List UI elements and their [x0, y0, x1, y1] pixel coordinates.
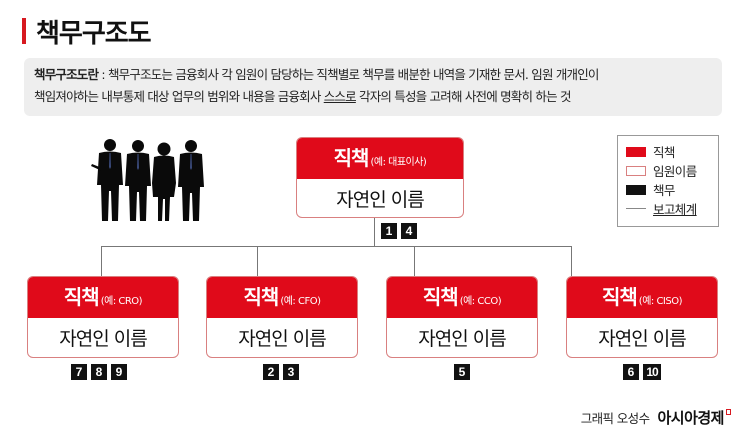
- duty-badge: 2: [263, 364, 279, 380]
- executive-name: 자연인 이름: [59, 328, 147, 350]
- executive-name: 자연인 이름: [598, 328, 686, 350]
- role-example: (예: CISO): [638, 296, 683, 307]
- description-term: 책무구조도란: [34, 67, 99, 82]
- role-example: (예: CFO): [280, 296, 321, 307]
- reporting-line-branch-ciso: [571, 246, 572, 276]
- duty-badges-cro: 7 8 9: [71, 364, 127, 380]
- role-header: 직책(예: 대표이사): [297, 138, 463, 179]
- legend-item-executive-name: 임원이름: [626, 161, 710, 180]
- reporting-line-top-vertical: [374, 218, 375, 246]
- role-label: 직책: [333, 146, 370, 170]
- role-header: 직책(예: CISO): [567, 277, 717, 318]
- line-swatch-icon: [626, 208, 646, 209]
- org-node-cfo: 직책(예: CFO) 자연인 이름: [206, 276, 358, 358]
- duty-badge: 4: [401, 223, 417, 239]
- underlined-word: 스스로: [323, 89, 357, 104]
- legend-item-role: 직책: [626, 142, 710, 161]
- description-text-1: 책무구조도는 금융회사 각 임원이 담당하는 직책별로 책무를 배분한 내역을 …: [107, 67, 599, 82]
- description-line-2: 책임져야하는 내부통제 대상 업무의 범위와 내용을 금융회사 스스로 각자의 …: [34, 89, 571, 104]
- role-header: 직책(예: CRO): [28, 277, 178, 318]
- legend-item-duty: 책무: [626, 180, 710, 199]
- brand-logo: 아시아경제: [657, 409, 724, 427]
- duty-badge: 8: [91, 364, 107, 380]
- reporting-line-branch-cro: [101, 246, 102, 277]
- executive-name: 자연인 이름: [336, 188, 424, 211]
- duty-badge: 6: [623, 364, 639, 380]
- role-header: 직책(예: CFO): [207, 277, 357, 318]
- org-node-cco: 직책(예: CCO) 자연인 이름: [386, 276, 538, 358]
- role-label: 직책: [243, 285, 280, 309]
- reporting-line-branch-cco: [414, 246, 415, 276]
- role-label: 직책: [601, 285, 638, 309]
- red-outline-swatch-icon: [626, 165, 646, 176]
- org-node-ciso: 직책(예: CISO) 자연인 이름: [566, 276, 718, 358]
- graphic-byline: 그래픽 오성수: [580, 411, 650, 426]
- red-fill-swatch-icon: [626, 146, 646, 157]
- description-line-1: 책무구조도란 : 책무구조도는 금융회사 각 임원이 담당하는 직책별로 책무를…: [34, 67, 599, 82]
- duty-badges-ciso: 6 10: [623, 364, 661, 380]
- duty-badges-cfo: 2 3: [263, 364, 299, 380]
- executive-name: 자연인 이름: [238, 328, 326, 350]
- duty-badge: 10: [643, 364, 661, 380]
- description-panel: 책무구조도란 : 책무구조도는 금융회사 각 임원이 담당하는 직책별로 책무를…: [24, 58, 722, 116]
- role-header: 직책(예: CCO): [387, 277, 537, 318]
- title-accent-bar: [22, 18, 26, 44]
- org-node-ceo: 직책(예: 대표이사) 자연인 이름: [296, 137, 464, 218]
- duty-badges-cco: 5: [454, 364, 470, 380]
- reporting-line-branch-cfo: [257, 246, 258, 276]
- role-example: (예: CRO): [100, 296, 143, 307]
- reporting-line-horizontal: [101, 246, 572, 247]
- legend-item-reporting-line: 보고체계: [626, 199, 710, 218]
- duty-badge: 5: [454, 364, 470, 380]
- role-label: 직책: [422, 285, 459, 309]
- role-label: 직책: [63, 285, 100, 309]
- credit: 그래픽 오성수 아시아경제: [581, 407, 731, 428]
- legend: 직책 임원이름 책무 보고체계: [617, 135, 719, 227]
- brand-mark-icon: [726, 409, 731, 415]
- role-example: (예: 대표이사): [370, 157, 427, 168]
- duty-badge: 3: [283, 364, 299, 380]
- duty-badge: 9: [111, 364, 127, 380]
- executive-name: 자연인 이름: [418, 328, 506, 350]
- title-block: 책무구조도: [22, 14, 152, 49]
- duty-badge: 7: [71, 364, 87, 380]
- business-people-silhouette-icon: [91, 139, 204, 221]
- duty-badge: 1: [381, 223, 397, 239]
- role-example: (예: CCO): [459, 296, 502, 307]
- duty-badges-ceo: 1 4: [381, 223, 417, 239]
- black-fill-swatch-icon: [626, 184, 646, 195]
- page-title: 책무구조도: [36, 18, 152, 49]
- org-node-cro: 직책(예: CRO) 자연인 이름: [27, 276, 179, 358]
